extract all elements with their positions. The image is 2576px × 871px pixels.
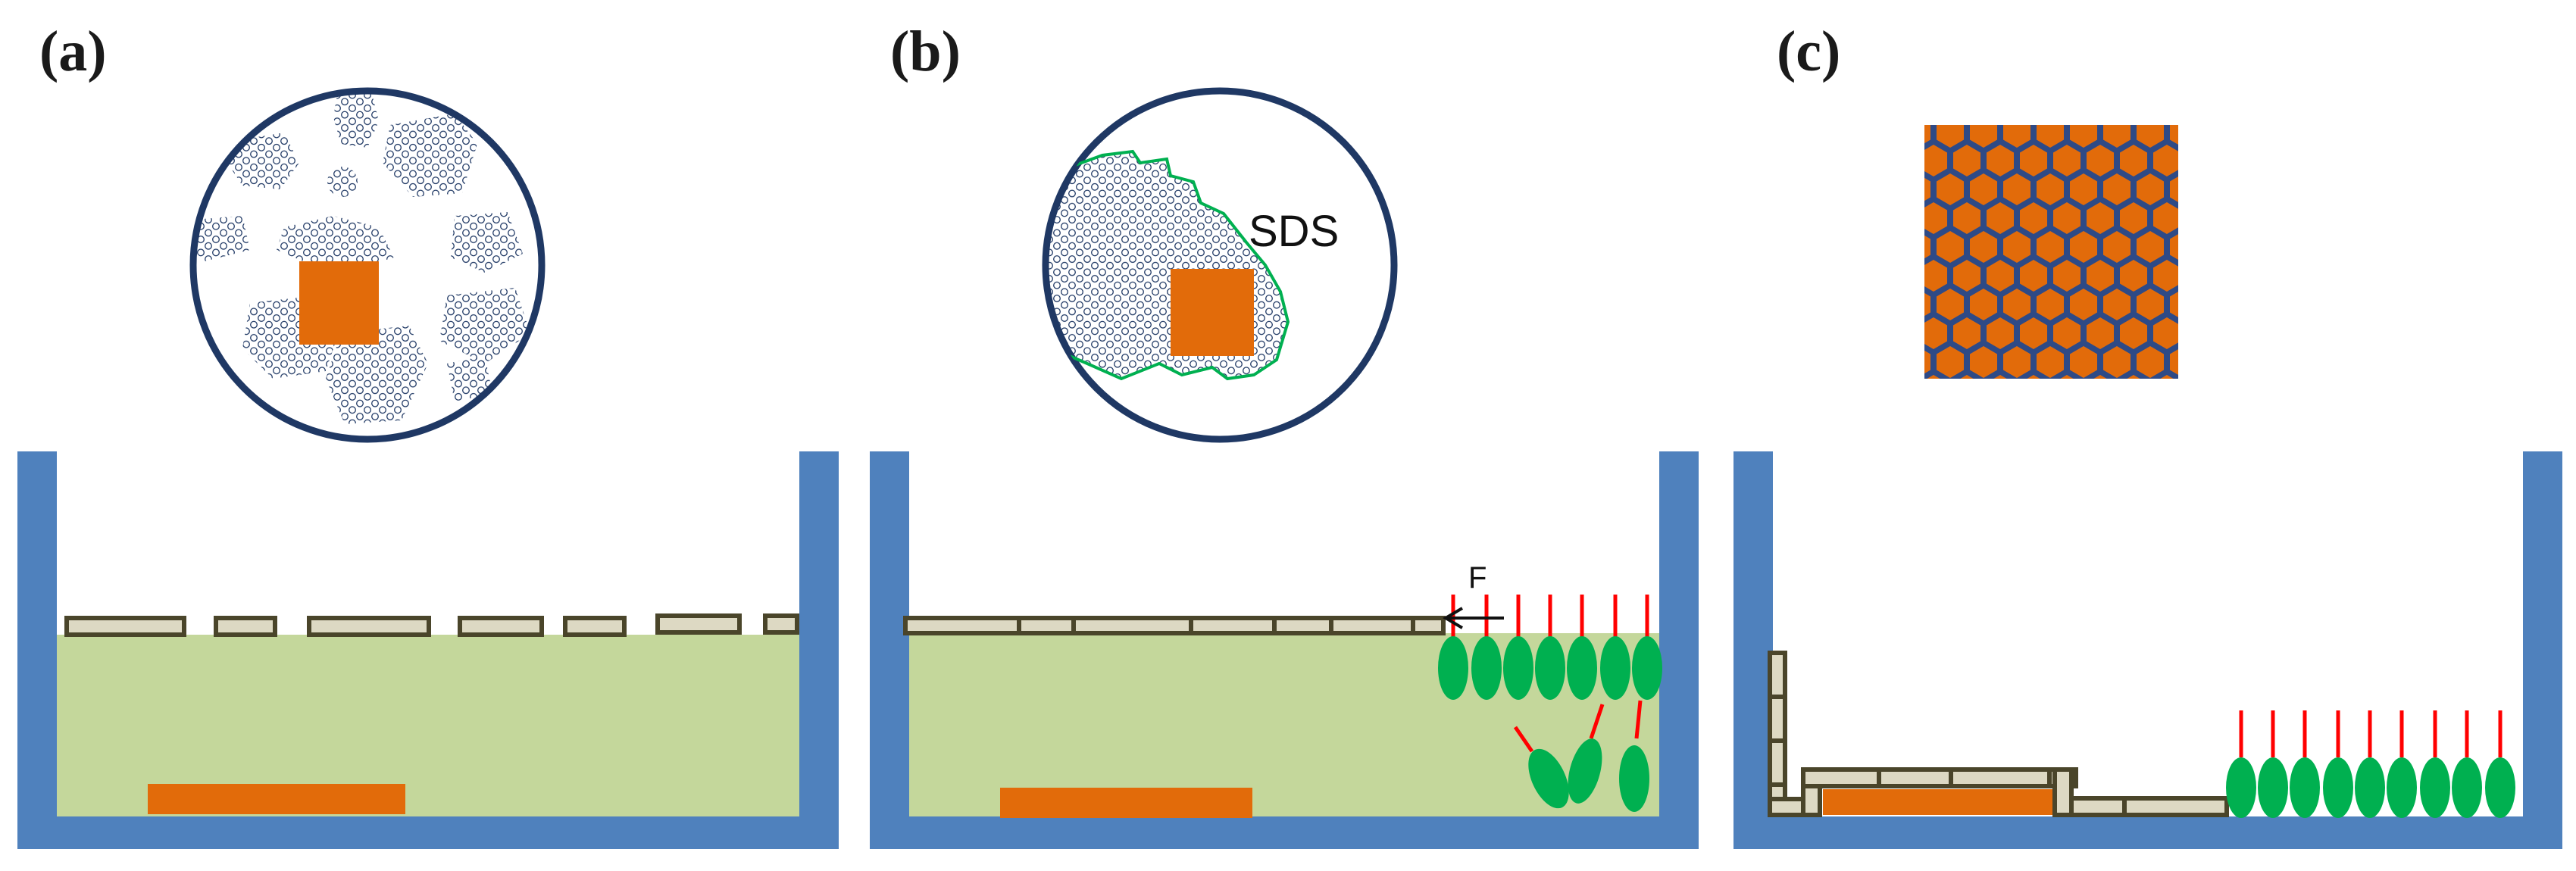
surfactant-tails-c	[2239, 710, 2503, 757]
trough-wall-left-a	[17, 451, 57, 849]
trough-floor-a	[17, 816, 839, 849]
surfactant-monolayer-c	[2226, 710, 2515, 818]
substrate-top-a	[299, 261, 379, 345]
sds-label: SDS	[1249, 207, 1339, 256]
panel-a-label: (a)	[39, 20, 107, 83]
trough-wall-right-c	[2523, 451, 2562, 849]
trough-c	[1733, 451, 2562, 849]
panel-b: (b) SDS	[870, 20, 1699, 849]
top-view-circle-a	[189, 87, 546, 443]
substrate-a	[148, 784, 405, 814]
surfactant-tails-b	[1451, 595, 1649, 638]
panel-b-label: (b)	[890, 20, 961, 83]
compressed-film-b	[903, 616, 1446, 635]
deposited-film-c	[1768, 651, 2229, 817]
hexagonal-array-inset	[1924, 125, 2178, 379]
top-view-circle-b: SDS	[1042, 87, 1398, 443]
panel-a: (a)	[17, 20, 839, 849]
force-label: F	[1468, 561, 1487, 595]
substrate-c	[1823, 789, 2052, 815]
panel-c: (c)	[1733, 20, 2562, 849]
surfactant-heads-c	[2226, 757, 2515, 818]
trough-wall-left-b	[870, 451, 909, 849]
film-fragments-a	[64, 613, 799, 637]
trough-wall-right-a	[799, 451, 839, 849]
free-surfactants-b	[1513, 700, 1649, 812]
surfactant-monolayer-b	[1438, 595, 1662, 700]
surfactant-heads-b	[1438, 636, 1662, 700]
trough-floor-c	[1733, 816, 2562, 849]
force-arrow	[1443, 607, 1504, 629]
trough-floor-b	[870, 816, 1699, 849]
panel-c-label: (c)	[1777, 20, 1840, 83]
substrate-b	[1000, 788, 1252, 818]
trough-b: F	[870, 451, 1699, 849]
trough-a	[17, 451, 839, 849]
trough-wall-right-b	[1659, 451, 1699, 849]
substrate-top-b	[1171, 269, 1254, 356]
trough-wall-left-c	[1733, 451, 1773, 849]
